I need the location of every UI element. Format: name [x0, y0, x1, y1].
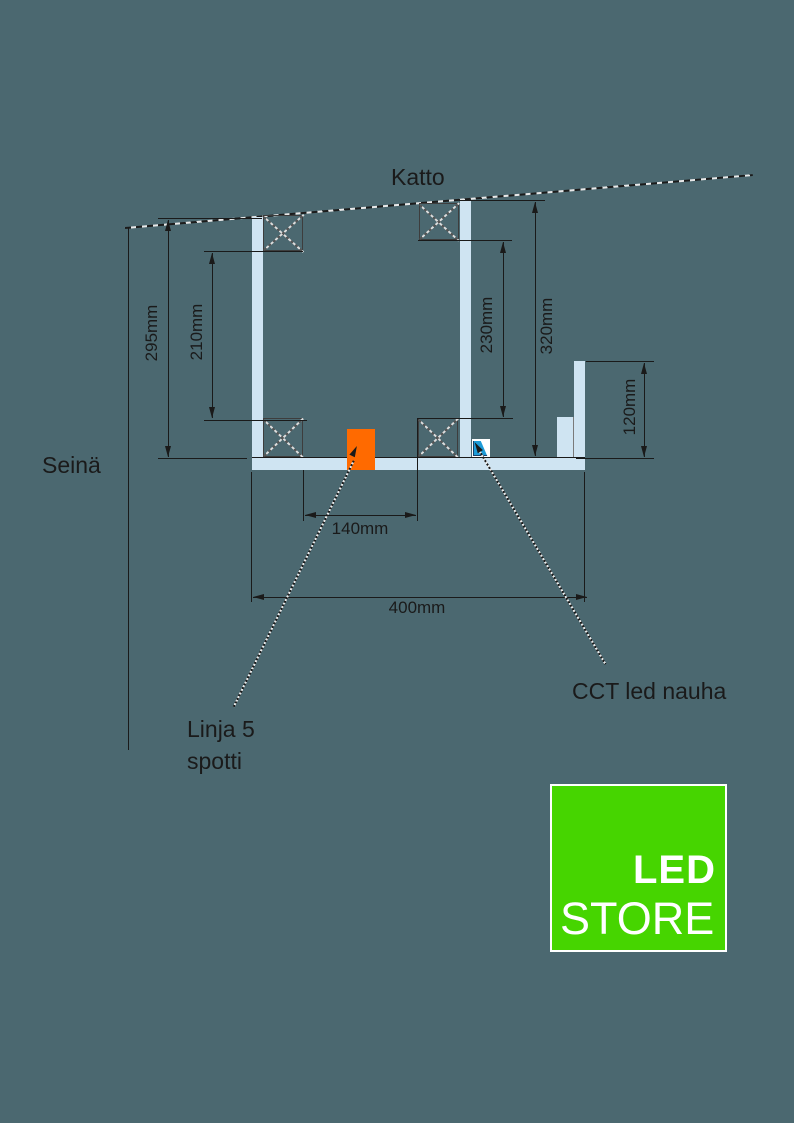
dim-210-ext-top: [204, 251, 303, 252]
dim-400-ext-right: [584, 472, 585, 602]
spot-label-line1: Linja 5: [187, 716, 255, 742]
dim-320-line: [535, 202, 536, 456]
right-vertical-profile: [460, 200, 471, 470]
mounting-cross-top-right: [419, 202, 460, 242]
dim-140-line: [305, 515, 416, 516]
arrowhead: [165, 220, 171, 231]
led-strip-label: CCT led nauha: [572, 678, 727, 704]
dim-320-ext-top: [459, 200, 545, 201]
arrowhead: [576, 594, 587, 600]
cross-diagonal-icon: [418, 419, 459, 458]
dim-120-ext-bottom: [576, 458, 654, 459]
step-block-profile: [557, 417, 574, 458]
dim-400-line: [253, 597, 587, 598]
cross-diagonal-icon: [263, 216, 305, 253]
ceiling-label: Katto: [391, 164, 445, 190]
spot-label: Linja 5 spotti: [187, 713, 255, 777]
dim-210-ext-bottom: [204, 420, 307, 421]
dim-140-label: 140mm: [331, 519, 389, 538]
dim-295-line: [168, 220, 169, 457]
bottom-shelf-profile: [252, 457, 585, 470]
mounting-cross-bottom-right: [418, 417, 459, 458]
dim-230-label: 230mm: [477, 296, 496, 354]
led-strip-leader-line: [478, 449, 607, 665]
dim-230-line: [503, 242, 504, 417]
wall-line: [128, 227, 129, 750]
dim-400-ext-left: [251, 472, 252, 602]
arrowhead: [165, 446, 171, 457]
dim-295-ext-bottom: [158, 458, 247, 459]
arrowhead: [532, 445, 538, 456]
dim-210-line: [212, 253, 213, 418]
arrowhead: [305, 512, 316, 518]
dim-140-ext-left: [303, 470, 304, 521]
arrowhead: [253, 594, 264, 600]
cross-diagonal-icon: [263, 419, 304, 458]
arrowhead: [500, 242, 506, 253]
shelf-top-edge: [252, 457, 585, 458]
arrowhead: [641, 446, 647, 457]
dim-120-line: [644, 363, 645, 457]
led-strip-marker: [472, 439, 490, 457]
end-upstand-profile: [574, 361, 585, 470]
arrowhead: [209, 253, 215, 264]
cross-diagonal-icon: [419, 204, 460, 242]
left-vertical-profile: [252, 217, 263, 470]
dim-120-ext-top: [586, 361, 654, 362]
dim-295-ext-top: [158, 218, 262, 219]
arrowhead: [532, 202, 538, 213]
mounting-cross-top-left: [263, 214, 305, 253]
arrowhead: [209, 407, 215, 418]
dim-230-ext-bottom: [418, 418, 513, 419]
wall-label: Seinä: [42, 452, 101, 478]
dim-320-label: 320mm: [537, 297, 556, 355]
dim-140-ext-right: [417, 418, 418, 521]
ledstore-logo: LED STORE: [550, 784, 727, 952]
arrowhead: [641, 363, 647, 374]
dim-400-label: 400mm: [388, 598, 446, 617]
dim-120-label: 120mm: [620, 378, 639, 436]
arrowhead: [500, 406, 506, 417]
logo-text-led: LED: [633, 848, 716, 892]
dim-210-label: 210mm: [187, 303, 206, 361]
dim-295-label: 295mm: [142, 304, 161, 362]
mounting-cross-bottom-left: [263, 417, 304, 458]
arrowhead: [405, 512, 416, 518]
dim-230-ext-top: [418, 240, 512, 241]
logo-text-store: STORE: [560, 893, 715, 944]
cross-diagonal-icon: [263, 214, 305, 251]
spot-label-line2: spotti: [187, 748, 242, 774]
